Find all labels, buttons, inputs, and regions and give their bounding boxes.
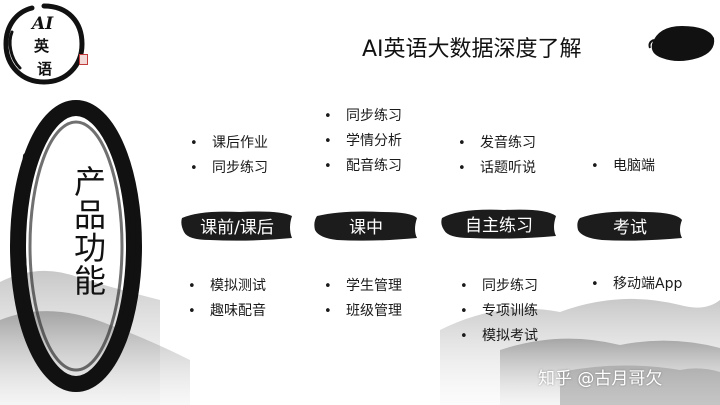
logo-text-ying: 英	[34, 37, 50, 55]
logo: AI 英 语	[2, 2, 88, 86]
category-in-class[interactable]: 课中	[313, 208, 419, 242]
list-item: 同步练习	[190, 156, 268, 181]
ring-char: 功	[73, 229, 106, 267]
exam-bottom-list: 移动端App	[591, 272, 682, 297]
brush-stroke-bg	[181, 211, 292, 241]
list-item: 同步练习	[460, 274, 538, 299]
ring-char: 品	[73, 196, 106, 234]
ring-char: 产	[73, 163, 106, 201]
exam-top-list: 电脑端	[591, 154, 655, 179]
list-item: 课后作业	[190, 131, 268, 156]
before-after-class-bottom-list: 模拟测试 趣味配音	[188, 274, 266, 324]
logo-text-ai: AI	[32, 14, 54, 34]
list-item: 话题听说	[458, 156, 536, 181]
list-item: 配音练习	[324, 154, 402, 179]
list-item: 模拟考试	[460, 324, 538, 349]
list-item: 发音练习	[458, 131, 536, 156]
category-label: 自主练习	[465, 215, 533, 236]
category-before-after-class[interactable]: 课前/课后	[180, 208, 294, 242]
category-exam[interactable]: 考试	[576, 208, 684, 242]
category-label: 考试	[613, 217, 647, 238]
list-item: 专项训练	[460, 299, 538, 324]
category-self-practice[interactable]: 自主练习	[440, 206, 558, 240]
list-item: 移动端App	[591, 272, 682, 297]
logo-ink-circle	[3, 3, 85, 85]
brush-stroke-bg	[441, 209, 556, 239]
list-item: 模拟测试	[188, 274, 266, 299]
in-class-top-list: 同步练习 学情分析 配音练习	[324, 104, 402, 179]
logo-text-yu: 语	[37, 60, 53, 78]
brush-stroke-bg	[314, 211, 417, 241]
product-features-label: 产 品 功 能	[68, 166, 112, 298]
watermark: 知乎 @古月哥欠	[538, 369, 663, 389]
page-title: AI英语大数据深度了解	[362, 37, 582, 62]
self-practice-bottom-list: 同步练习 专项训练 模拟考试	[460, 274, 538, 349]
list-item: 同步练习	[324, 104, 402, 129]
list-item: 班级管理	[324, 299, 402, 324]
category-label: 课前/课后	[200, 217, 274, 238]
self-practice-top-list: 发音练习 话题听说	[458, 131, 536, 181]
in-class-bottom-list: 学生管理 班级管理	[324, 274, 402, 324]
list-item: 学生管理	[324, 274, 402, 299]
brush-stroke-bg	[577, 211, 682, 241]
list-item: 电脑端	[591, 154, 655, 179]
category-label: 课中	[349, 217, 383, 238]
list-item: 趣味配音	[188, 299, 266, 324]
ring-char: 能	[73, 262, 106, 300]
list-item: 学情分析	[324, 129, 402, 154]
ink-brush-stroke	[648, 26, 715, 61]
before-after-class-top-list: 课后作业 同步练习	[190, 131, 268, 181]
red-seal-stamp	[79, 54, 88, 65]
ink-ring	[10, 100, 142, 392]
